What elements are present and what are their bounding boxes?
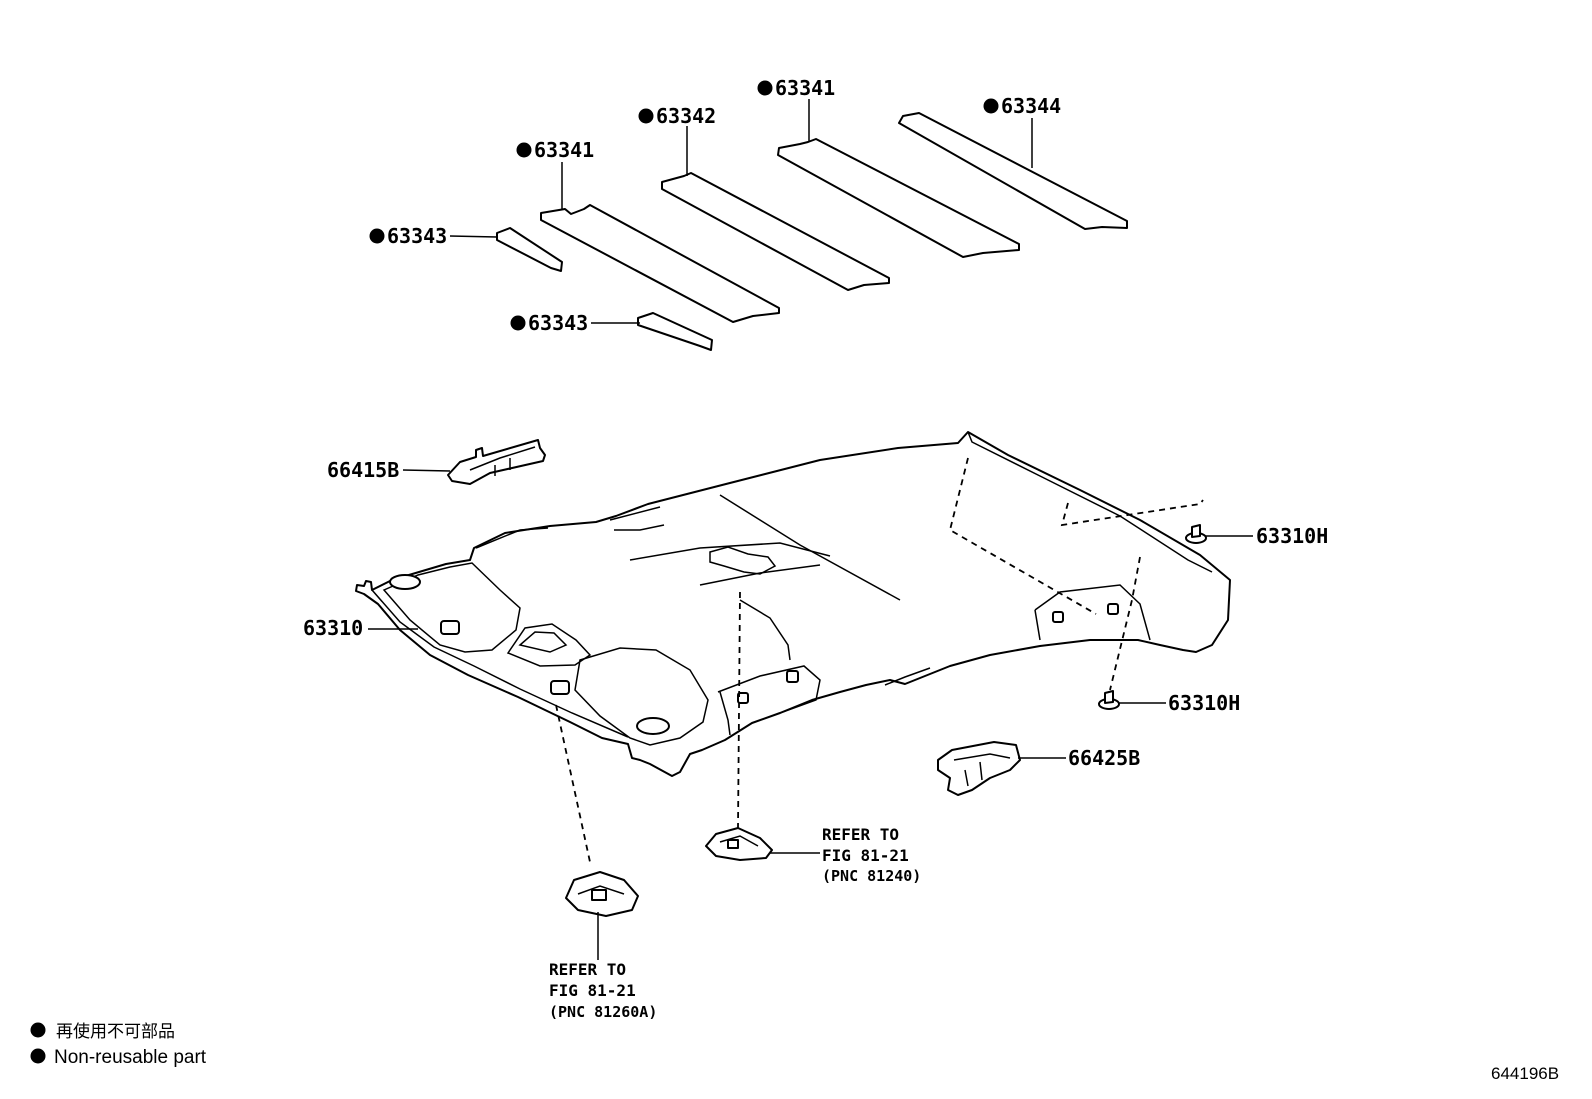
callout-63310H-lower: 63310H bbox=[1168, 691, 1240, 715]
lamp-81260A bbox=[565, 871, 639, 917]
callout-63341-left: 63341 bbox=[534, 138, 594, 162]
leader-63343-upper bbox=[449, 235, 498, 238]
legend-dot-en bbox=[30, 1048, 46, 1064]
pad-63343-lower bbox=[637, 312, 713, 351]
pad-63343-upper bbox=[496, 227, 563, 272]
callout-66425B: 66425B bbox=[1068, 746, 1140, 770]
legend-text-jp: 再使用不可部品 bbox=[56, 1021, 175, 1042]
pad-63341-left bbox=[540, 204, 780, 323]
ref-81260A-line1: REFER TO bbox=[549, 960, 626, 979]
callout-63310: 63310 bbox=[303, 616, 363, 640]
ref-81260A-line3: (PNC 81260A) bbox=[549, 1003, 657, 1021]
ref-81240-line3: (PNC 81240) bbox=[822, 867, 921, 885]
clip-63310H-upper bbox=[1185, 524, 1207, 544]
fit-line-81260A bbox=[555, 704, 591, 863]
nonreusable-dot bbox=[983, 98, 999, 114]
clip-63310H-lower bbox=[1098, 690, 1120, 710]
cover-66425B bbox=[937, 741, 1021, 796]
callout-63310H-upper: 63310H bbox=[1256, 524, 1328, 548]
nonreusable-dot bbox=[510, 315, 526, 331]
lamp-81240 bbox=[705, 827, 773, 861]
legend-dot-jp bbox=[30, 1022, 46, 1038]
callout-63341-top: 63341 bbox=[775, 76, 835, 100]
callout-63342: 63342 bbox=[656, 104, 716, 128]
ref-81240-line1: REFER TO bbox=[822, 825, 899, 844]
fit-line-lower-clip bbox=[1109, 556, 1141, 691]
callout-63343-lower: 63343 bbox=[528, 311, 588, 335]
ref-81260A-line2: FIG 81-21 bbox=[549, 981, 636, 1000]
pad-63344 bbox=[898, 112, 1128, 230]
ref-81240-line2: FIG 81-21 bbox=[822, 846, 909, 865]
headliner-63310 bbox=[355, 431, 1231, 777]
figure-code: 644196B bbox=[1491, 1064, 1559, 1083]
callout-66415B: 66415B bbox=[327, 458, 399, 482]
legend: 再使用不可部品 Non-reusable part bbox=[30, 1021, 207, 1068]
pad-63341-right bbox=[777, 138, 1020, 258]
callout-63343-upper: 63343 bbox=[387, 224, 447, 248]
fit-line-upper-clip bbox=[948, 457, 1097, 615]
ref-note-81260A: REFER TO FIG 81-21 (PNC 81260A) bbox=[549, 960, 657, 1021]
cover-66415B bbox=[447, 439, 546, 485]
nonreusable-dot bbox=[638, 108, 654, 124]
nonreusable-dot bbox=[757, 80, 773, 96]
nonreusable-dot bbox=[516, 142, 532, 158]
callout-63344: 63344 bbox=[1001, 94, 1061, 118]
fit-line-upper-clip-2 bbox=[1060, 499, 1204, 527]
leader-66415B bbox=[402, 469, 451, 472]
nonreusable-dot bbox=[369, 228, 385, 244]
legend-text-en: Non-reusable part bbox=[54, 1047, 207, 1068]
ref-note-81240: REFER TO FIG 81-21 (PNC 81240) bbox=[822, 825, 921, 885]
